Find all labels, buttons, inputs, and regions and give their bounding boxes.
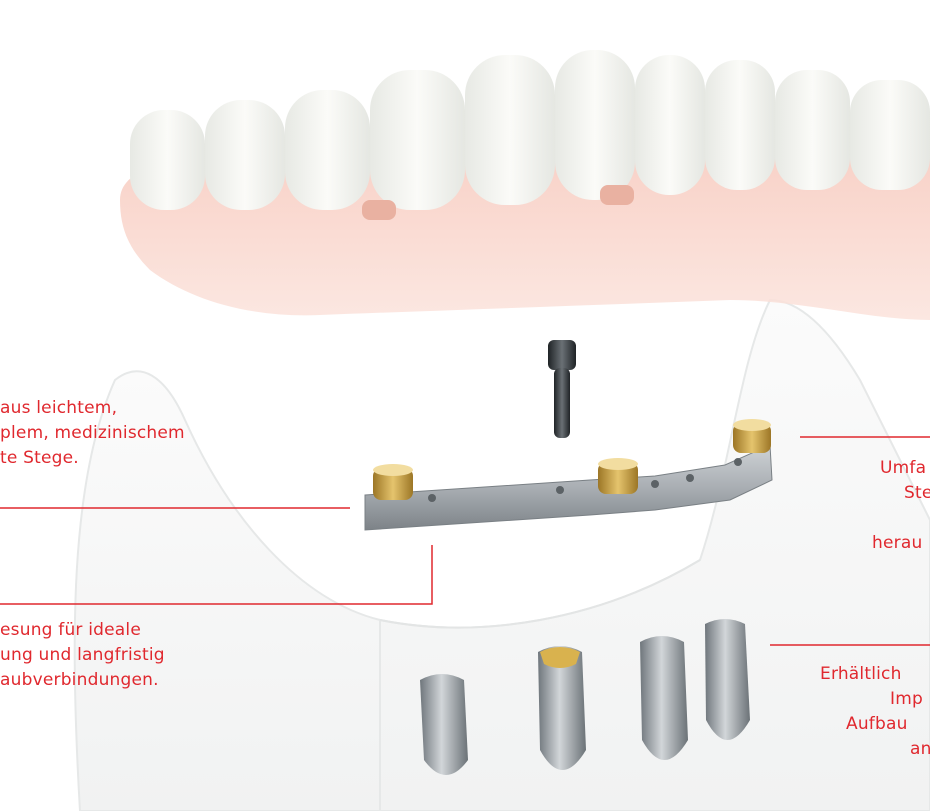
- lower-jaw: [75, 300, 930, 811]
- callout-line: herau: [868, 531, 930, 556]
- callout-line: Imp: [820, 687, 930, 712]
- callout-top-left: aus leichtem, plem, medizinischem te Ste…: [0, 396, 185, 471]
- callout-top-right: Umfa Ste herau: [868, 456, 930, 556]
- callout-bottom-right: Erhältlich Imp Aufbau an: [820, 662, 930, 762]
- callout-line: aubverbindungen.: [0, 668, 165, 693]
- callout-bottom-left: esung für ideale ung und langfristig aub…: [0, 618, 165, 693]
- denture: [120, 50, 930, 320]
- callout-line: te Stege.: [0, 446, 185, 471]
- callout-line: aus leichtem,: [0, 396, 185, 421]
- callout-line: esung für ideale: [0, 618, 165, 643]
- callout-line: Aufbau: [820, 712, 930, 737]
- callout-line: an: [820, 737, 930, 762]
- callout-line: plem, medizinischem: [0, 421, 185, 446]
- callout-line: ung und langfristig: [0, 643, 165, 668]
- tooth-row: [130, 50, 930, 210]
- retaining-screw: [548, 340, 576, 438]
- callout-line: Umfa: [868, 456, 930, 481]
- callout-line: Erhältlich: [820, 662, 930, 687]
- milled-bar: [365, 445, 772, 530]
- callout-line: [868, 506, 930, 531]
- callout-line: Ste: [868, 481, 930, 506]
